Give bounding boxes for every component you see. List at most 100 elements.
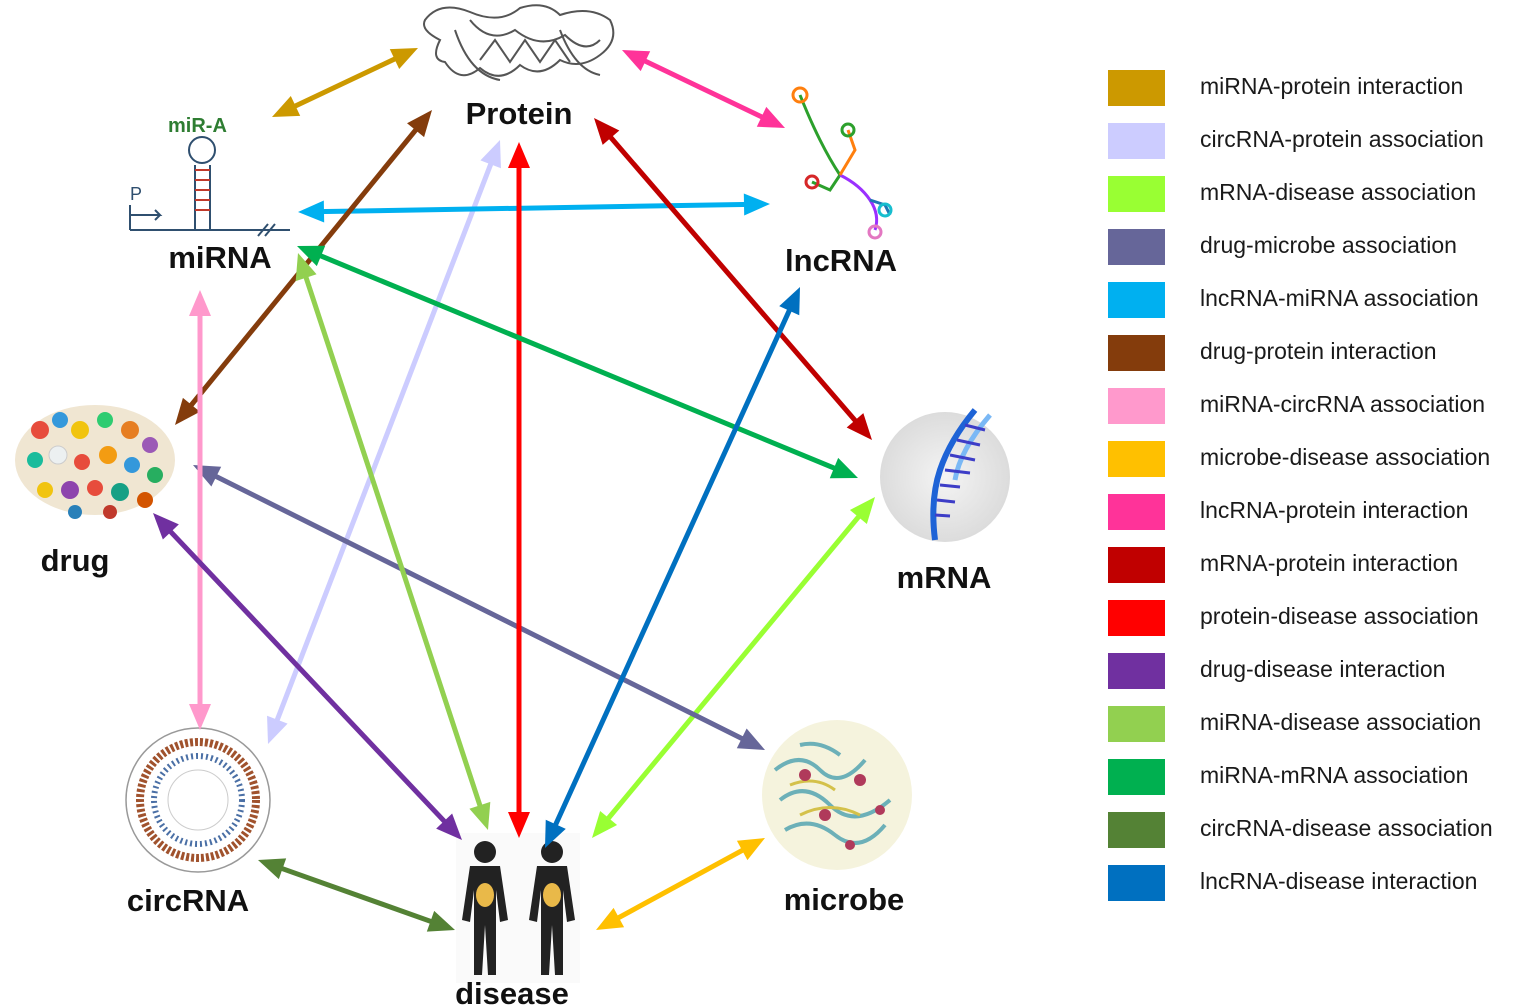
legend-label: lncRNA-miRNA association xyxy=(1200,285,1479,311)
edge-microbe-disease-association xyxy=(596,838,765,930)
edge-arrowhead xyxy=(508,812,530,838)
edge-arrowhead xyxy=(594,118,620,145)
legend-label: lncRNA-disease interaction xyxy=(1200,868,1478,894)
legend-label: circRNA-disease association xyxy=(1200,815,1493,841)
edge-line xyxy=(209,471,749,744)
legend-label: miRNA-mRNA association xyxy=(1200,762,1469,788)
legend-label: miRNA-disease association xyxy=(1200,709,1482,735)
edge-arrowhead xyxy=(189,704,211,730)
legend-item: miRNA-disease association xyxy=(1108,706,1535,742)
legend-label: drug-microbe association xyxy=(1200,232,1457,258)
edge-arrowhead xyxy=(480,140,501,169)
edge-arrowhead xyxy=(436,813,462,840)
legend-swatch xyxy=(1108,388,1165,424)
edge-line xyxy=(602,510,865,825)
edge-arrowhead xyxy=(592,810,618,838)
mrna-label: mRNA xyxy=(897,560,992,595)
edge-drug-microbe-association xyxy=(193,465,765,750)
legend-label: lncRNA-protein interaction xyxy=(1200,497,1469,523)
legend-label: mRNA-disease association xyxy=(1200,179,1477,205)
edge-arrowhead xyxy=(736,728,765,750)
mirna-icon-title: miR-A xyxy=(168,115,227,137)
legend-swatch xyxy=(1108,441,1165,477)
edge-lncrna-protein-interaction xyxy=(622,50,785,128)
legend-swatch xyxy=(1108,812,1165,848)
edge-arrowhead xyxy=(175,397,200,425)
edge-arrowhead xyxy=(849,497,875,525)
edge-arrowhead xyxy=(846,413,872,440)
legend-item: microbe-disease association xyxy=(1108,441,1535,477)
legend-label: drug-disease interaction xyxy=(1200,656,1446,682)
edge-mrna-protein-interaction xyxy=(594,118,872,440)
legend-swatch xyxy=(1108,123,1165,159)
legend-item: mRNA-protein interaction xyxy=(1108,547,1535,583)
edge-arrowhead xyxy=(298,200,325,223)
microbe-label: microbe xyxy=(784,882,905,917)
edge-lncrna-disease-interaction xyxy=(545,287,800,848)
protein-label: Protein xyxy=(466,96,573,131)
mirna-label: miRNA xyxy=(168,240,271,275)
legend-label: miRNA-protein interaction xyxy=(1200,73,1464,99)
edge-line xyxy=(317,201,751,215)
edge-line xyxy=(314,251,841,473)
legend-swatch xyxy=(1108,229,1165,265)
legend-item: circRNA-disease association xyxy=(1108,812,1535,848)
legend-item: mRNA-disease association xyxy=(1108,176,1535,212)
legend-swatch xyxy=(1108,706,1165,742)
disease-label: disease xyxy=(455,976,569,1006)
lncrna-icon xyxy=(791,86,893,240)
legend-label: circRNA-protein association xyxy=(1200,126,1484,152)
edge-arrowhead xyxy=(756,106,785,128)
legend-swatch xyxy=(1108,494,1165,530)
legend-swatch xyxy=(1108,176,1165,212)
edge-arrowhead xyxy=(736,838,765,861)
legend-swatch xyxy=(1108,282,1165,318)
legend-item: drug-microbe association xyxy=(1108,229,1535,265)
edge-drug-disease-interaction xyxy=(153,513,462,840)
circrna-label: circRNA xyxy=(127,883,249,918)
legend-item: lncRNA-protein interaction xyxy=(1108,494,1535,530)
edge-arrowhead xyxy=(295,253,317,282)
edge-arrowhead xyxy=(297,245,326,267)
edge-arrowhead xyxy=(153,513,179,540)
legend-label: mRNA-protein interaction xyxy=(1200,550,1459,576)
edge-circrna-protein-association xyxy=(267,140,501,744)
protein-icon xyxy=(423,4,615,81)
legend-label: miRNA-circRNA association xyxy=(1200,391,1486,417)
circrna-icon xyxy=(125,727,271,873)
drug-label: drug xyxy=(41,543,110,578)
edge-line xyxy=(301,271,485,812)
legend-swatch xyxy=(1108,653,1165,689)
drug-icon xyxy=(15,405,175,519)
legend-item: miRNA-circRNA association xyxy=(1108,388,1535,424)
edge-arrowhead xyxy=(545,819,566,848)
edge-arrowhead xyxy=(743,193,770,216)
edge-line xyxy=(638,56,769,122)
legend-item: lncRNA-miRNA association xyxy=(1108,282,1535,318)
edge-line xyxy=(612,845,749,923)
edge-arrowhead xyxy=(829,457,858,479)
edge-mirna-disease-association xyxy=(295,253,491,830)
edge-arrowhead xyxy=(272,95,301,117)
edge-line xyxy=(605,131,861,427)
edge-circrna-disease-association xyxy=(258,858,455,932)
edge-arrowhead xyxy=(407,110,432,138)
microbe-icon xyxy=(762,720,912,870)
edge-line xyxy=(164,525,451,828)
legend-swatch xyxy=(1108,335,1165,371)
edge-arrowhead xyxy=(258,858,287,880)
edge-line xyxy=(289,54,401,111)
legend-swatch xyxy=(1108,759,1165,795)
mrna-icon xyxy=(880,408,1010,542)
legend-item: drug-protein interaction xyxy=(1108,335,1535,371)
edge-mirna-protein-interaction xyxy=(272,48,418,117)
legend-item: lncRNA-disease interaction xyxy=(1108,865,1535,901)
edge-line xyxy=(276,864,437,926)
legend-item: miRNA-protein interaction xyxy=(1108,70,1535,106)
edge-arrowhead xyxy=(596,907,625,930)
edge-arrowhead xyxy=(267,715,288,744)
edge-arrowhead xyxy=(622,50,651,72)
lncrna-label: lncRNA xyxy=(785,243,897,278)
legend-item: circRNA-protein association xyxy=(1108,123,1535,159)
edge-mirna-circrna-association xyxy=(189,290,211,730)
